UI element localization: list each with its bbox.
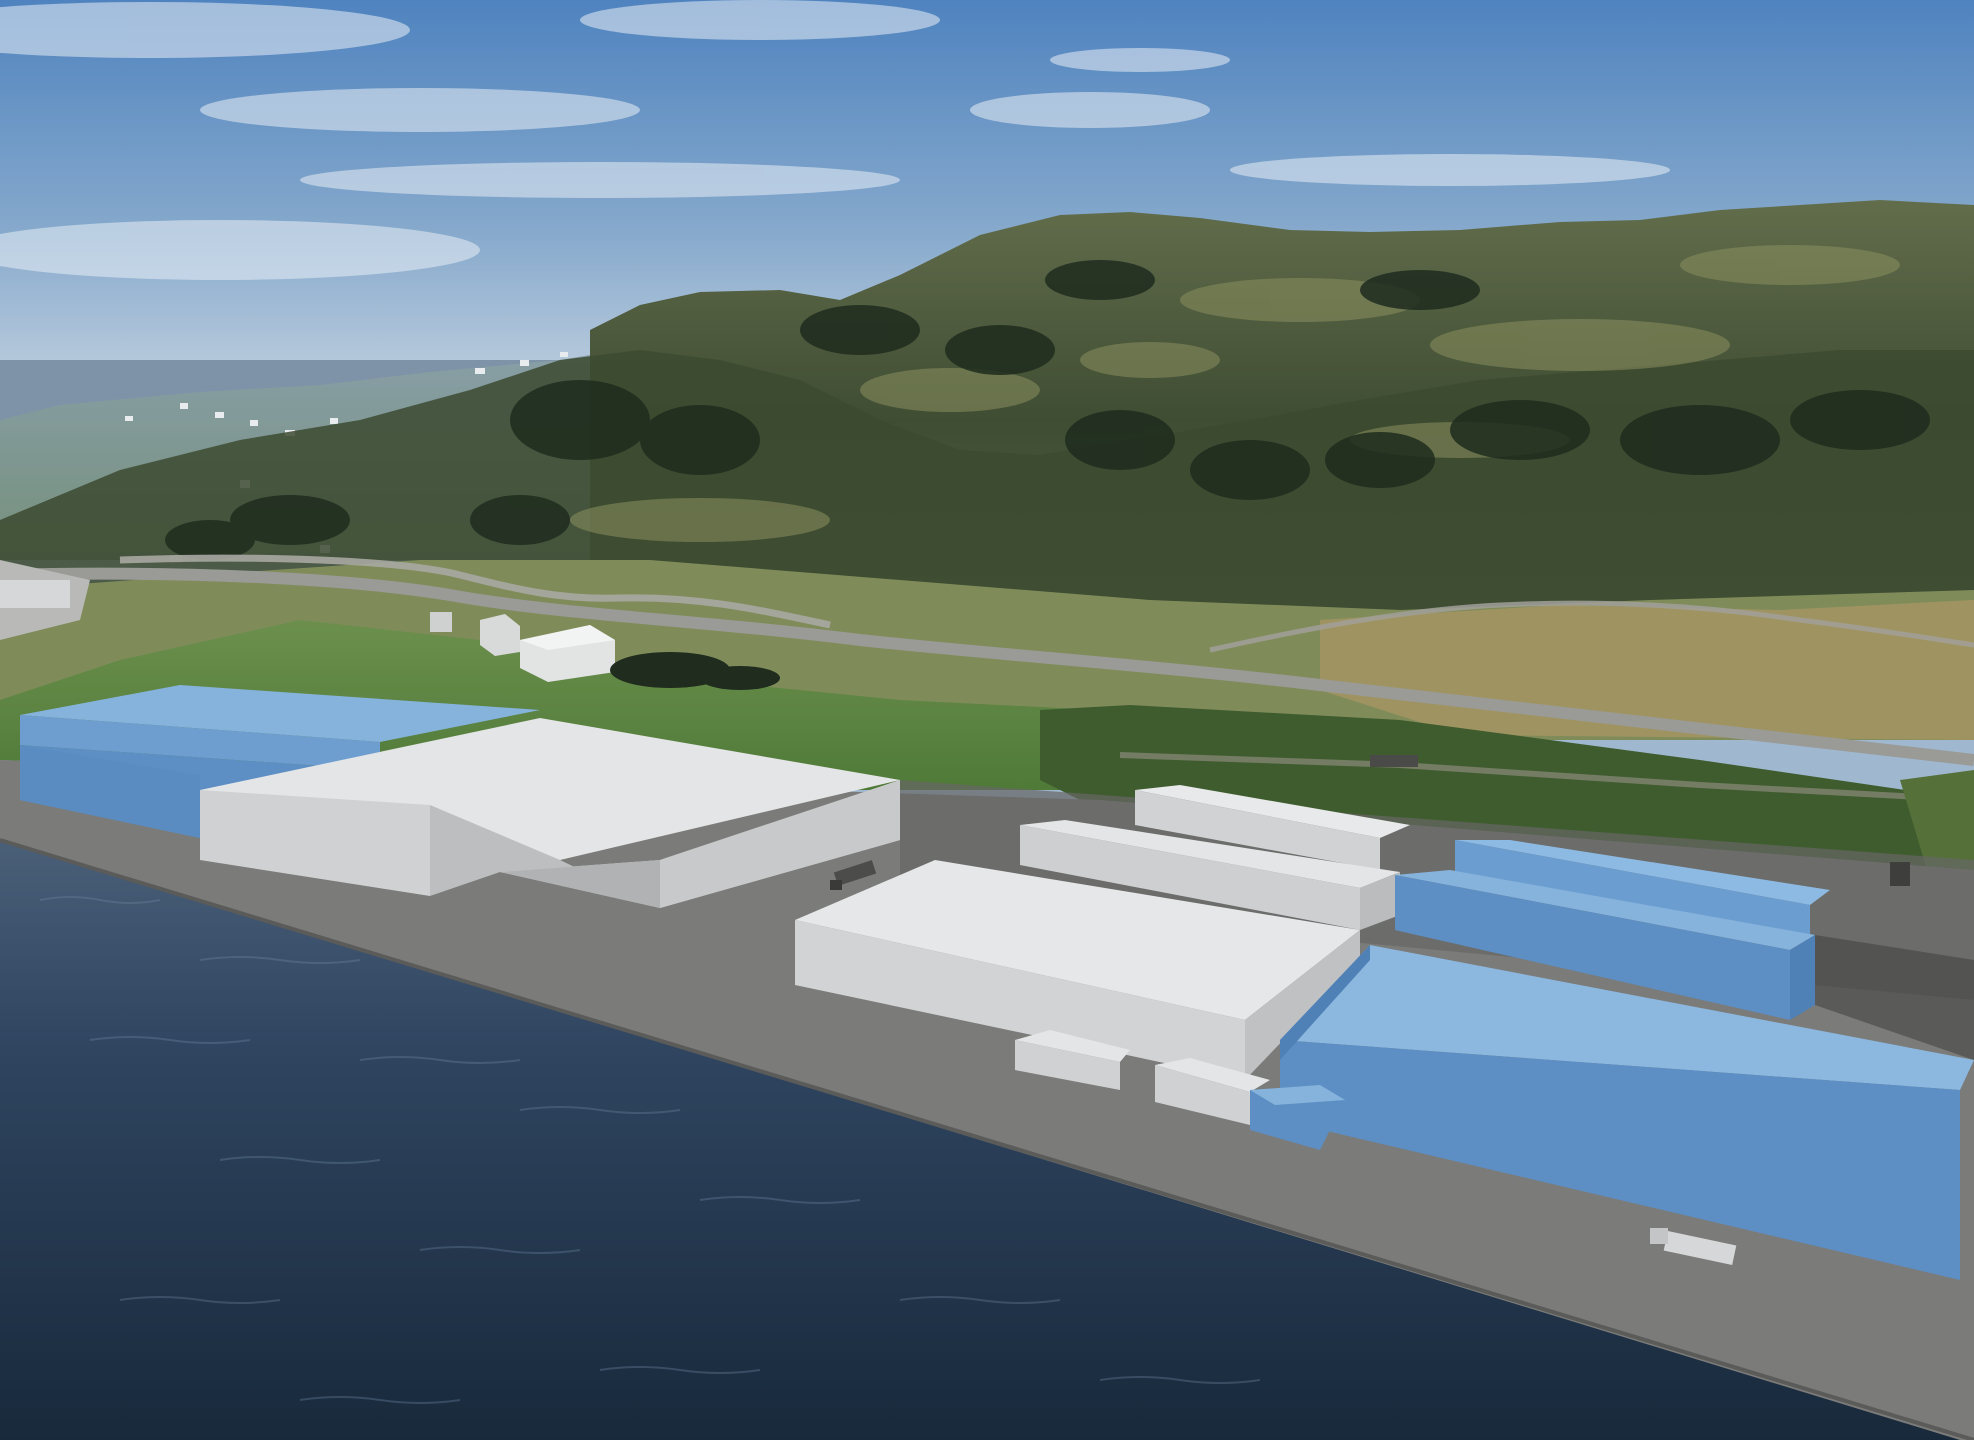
side-road: [1209, 600, 1974, 653]
embankment: [1040, 705, 1974, 880]
left-existing-building: [0, 580, 70, 608]
left-white-buildings: [200, 718, 900, 908]
forest-trees: [165, 260, 1930, 678]
left-blue-buildings: [20, 685, 540, 838]
main-road: [0, 567, 1974, 766]
sea-waves: [39, 896, 1261, 1404]
roadside-trees: [610, 652, 780, 690]
middle-white-buildings: [795, 785, 1410, 1125]
truck-right-front: [1650, 1228, 1737, 1266]
roadside-houses: [430, 612, 615, 682]
truck-embankment: [1370, 755, 1418, 767]
upper-road: [119, 554, 831, 629]
building-shadow-right: [1815, 935, 1974, 1060]
clouds: [0, 0, 1670, 280]
right-blue-buildings: [1250, 840, 1974, 1280]
truck-left: [830, 860, 877, 890]
embankment-road: [1119, 752, 1974, 803]
truck-back-right: [1890, 862, 1910, 886]
quay-edge: [0, 838, 1974, 1440]
